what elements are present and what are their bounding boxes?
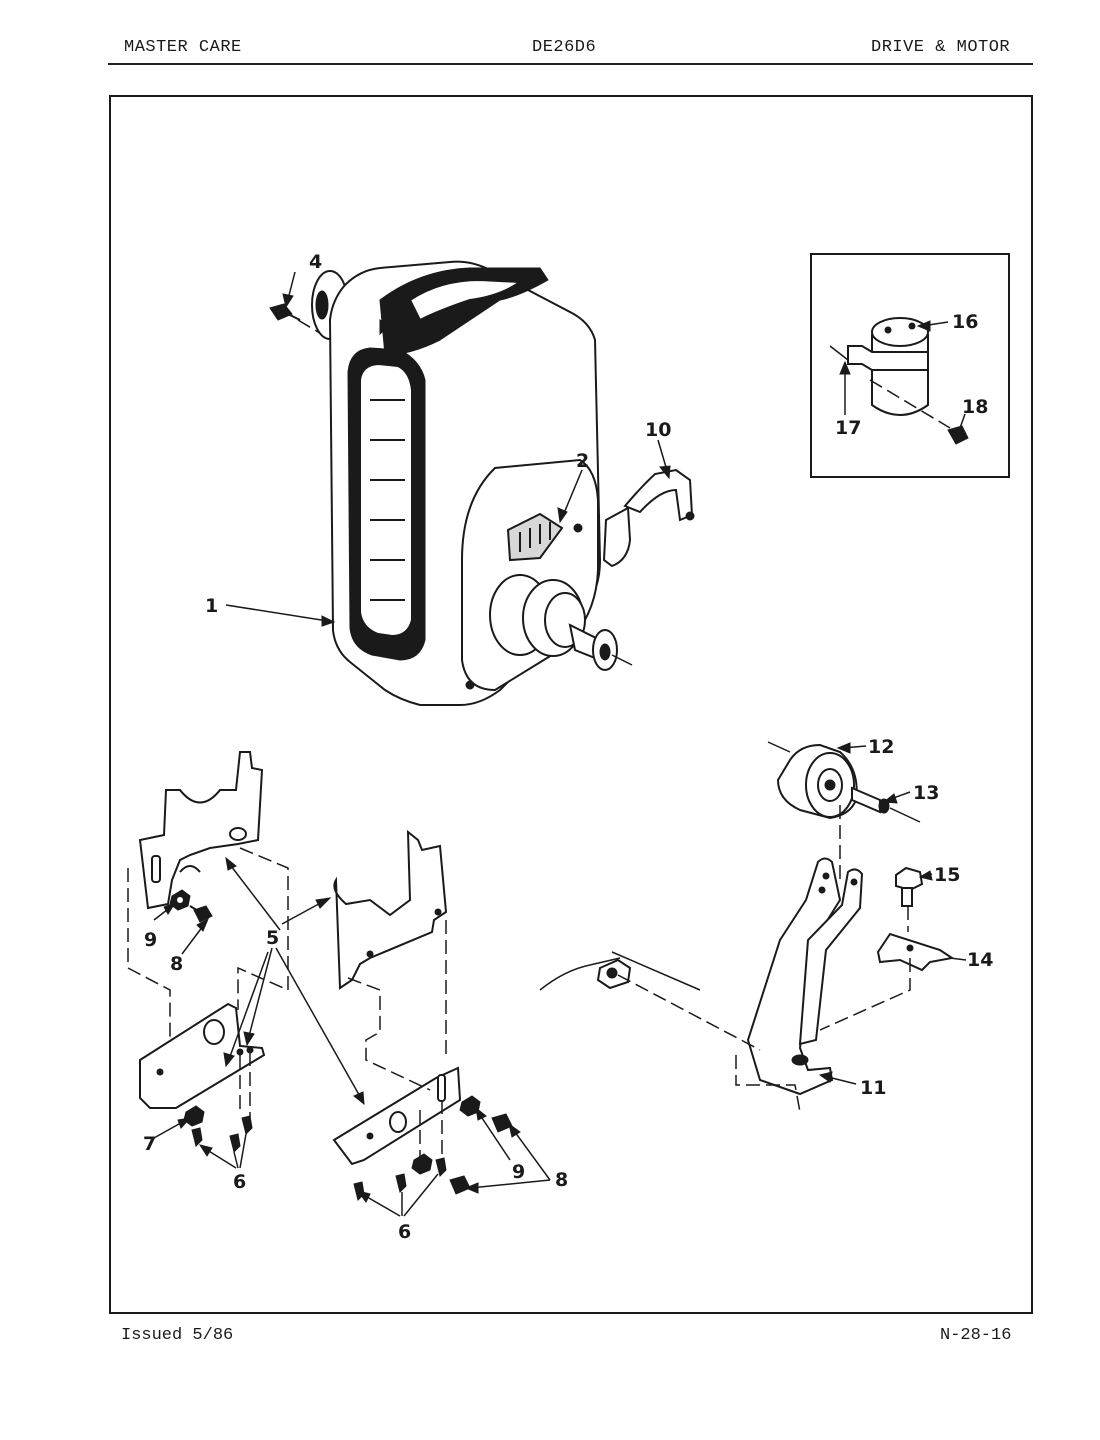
capacitor-screw [869, 379, 969, 445]
bracket-alignment-lines [127, 847, 447, 1165]
callout-18: 18 [962, 396, 988, 418]
callout-10: 10 [645, 419, 671, 441]
arm-clamp [819, 932, 955, 1031]
pulley-bolt [851, 786, 921, 823]
callout-3: 3 [410, 277, 423, 299]
callout-16: 16 [952, 311, 978, 333]
footer-issued: Issued 5/86 [121, 1326, 234, 1345]
screws-6-left [191, 1115, 253, 1153]
callout-2: 2 [576, 450, 589, 472]
hex-bolt [895, 866, 924, 932]
callout-14: 14 [967, 949, 993, 971]
callout-13: 13 [913, 782, 939, 804]
callout-8-left: 8 [170, 953, 183, 975]
callout-11: 11 [860, 1077, 886, 1099]
nut-9-center [411, 1153, 433, 1175]
callout-15: 15 [934, 864, 960, 886]
callout-6-left: 6 [233, 1171, 246, 1193]
capacitor [829, 317, 929, 416]
callout-5: 5 [266, 927, 279, 949]
header-right: DRIVE & MOTOR [871, 38, 1011, 57]
screw-8-right-lower [449, 1175, 471, 1195]
nut-7 [183, 1105, 205, 1127]
callout-labels: 1 2 3 4 5 6 6 7 8 8 9 9 10 11 12 13 15 1… [143, 251, 993, 1243]
callout-17: 17 [835, 417, 861, 439]
motor-bracket-left-upper [138, 751, 264, 910]
callout-7: 7 [143, 1133, 156, 1155]
callout-12: 12 [868, 736, 894, 758]
leader-lines [153, 271, 967, 1217]
mounting-screw [269, 303, 301, 321]
idler-pulley [767, 741, 858, 820]
screw-8-right-upper [491, 1113, 513, 1133]
motor [311, 260, 633, 706]
diagram-frame [109, 95, 1033, 1314]
header-rule [108, 63, 1033, 65]
callout-6-right: 6 [398, 1221, 411, 1243]
screw-8-left [189, 905, 213, 923]
callout-9-right: 9 [512, 1161, 525, 1183]
callout-9-left: 9 [144, 929, 157, 951]
terminal-lead [602, 468, 695, 568]
capacitor-inset-box [810, 253, 1010, 478]
callout-1: 1 [205, 595, 218, 617]
callout-4: 4 [309, 251, 322, 273]
header-center: DE26D6 [532, 38, 597, 57]
header-left: MASTER CARE [124, 38, 242, 57]
motor-bracket-right-lower [332, 1066, 462, 1166]
motor-bracket-left-lower [139, 1002, 266, 1109]
nut-9-left [169, 889, 191, 911]
idler-arm [746, 857, 864, 1096]
footer-page-number: N-28-16 [940, 1326, 1012, 1345]
base-plate [539, 951, 801, 1113]
motor-bracket-right-upper [333, 829, 448, 990]
callout-8-right: 8 [555, 1169, 568, 1191]
